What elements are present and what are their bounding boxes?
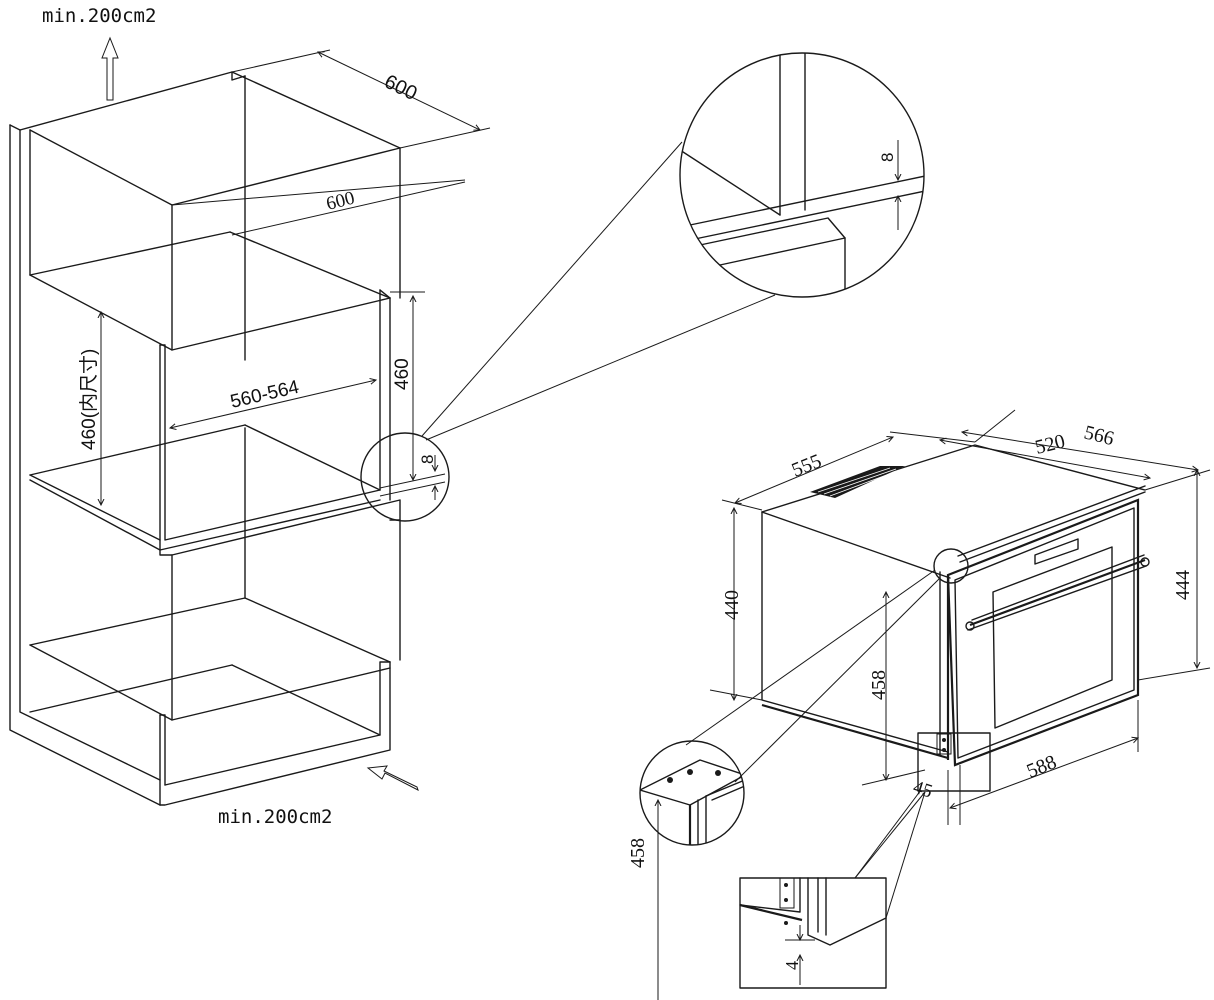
dim-555: 555 [721, 431, 976, 511]
dim-460-opening: 460 [390, 291, 425, 480]
oven-drawing: 555 520 566 440 444 458 [685, 409, 1211, 825]
vent-bottom-arrow [366, 765, 419, 792]
svg-text:588: 588 [1024, 751, 1060, 783]
cabinet-opening [29, 289, 401, 721]
svg-text:458: 458 [868, 670, 890, 700]
vent-up-arrow [101, 36, 119, 101]
vent-bottom-label: min.200cm2 [218, 806, 332, 828]
svg-text:600: 600 [381, 71, 421, 105]
door-handle [969, 558, 1146, 627]
dim-560-564: 560-564 [170, 377, 376, 428]
svg-text:458: 458 [627, 838, 649, 868]
dim-600-outer: 600 [231, 49, 491, 149]
detail-top-circle: 8 [679, 52, 925, 298]
dim-600-inner: 600 [171, 179, 466, 236]
detail-left-circle: 458 [627, 740, 745, 1000]
svg-text:4: 4 [782, 961, 802, 970]
dim-566: 566 [962, 409, 1211, 491]
svg-text:8: 8 [878, 153, 897, 162]
dim-460-inner: 460(内尺寸) [78, 312, 101, 505]
svg-text:444: 444 [1172, 570, 1194, 600]
cabinet-top-panel [19, 71, 401, 361]
svg-text:560-564: 560-564 [228, 377, 301, 413]
svg-text:566: 566 [1082, 422, 1116, 451]
dim-588: 588 [950, 700, 1138, 825]
dim-45: 45 [910, 770, 949, 825]
dim-520: 520 [940, 430, 1150, 478]
oven-door [946, 485, 1150, 767]
vent-top-label: min.200cm2 [42, 5, 156, 27]
cabinet-side-panel [9, 124, 391, 806]
dim-458: 458 [861, 592, 926, 786]
dim-444: 444 [1137, 470, 1211, 681]
svg-text:460: 460 [392, 358, 413, 390]
svg-text:460(内尺寸): 460(内尺寸) [78, 349, 100, 450]
oven-detail-circle [933, 548, 969, 584]
svg-text:555: 555 [789, 450, 825, 482]
dim-440: 440 [709, 508, 763, 700]
cabinet-drawing: min.200cm2 [9, 5, 776, 828]
svg-text:8: 8 [418, 455, 437, 464]
cabinet-lower [29, 597, 391, 806]
vent-grille [810, 466, 905, 498]
detail-bottom-box: 4 [739, 789, 926, 989]
svg-text:440: 440 [721, 590, 743, 620]
cabinet-detail-circle: 8 [360, 141, 776, 522]
control-display [1034, 538, 1079, 565]
